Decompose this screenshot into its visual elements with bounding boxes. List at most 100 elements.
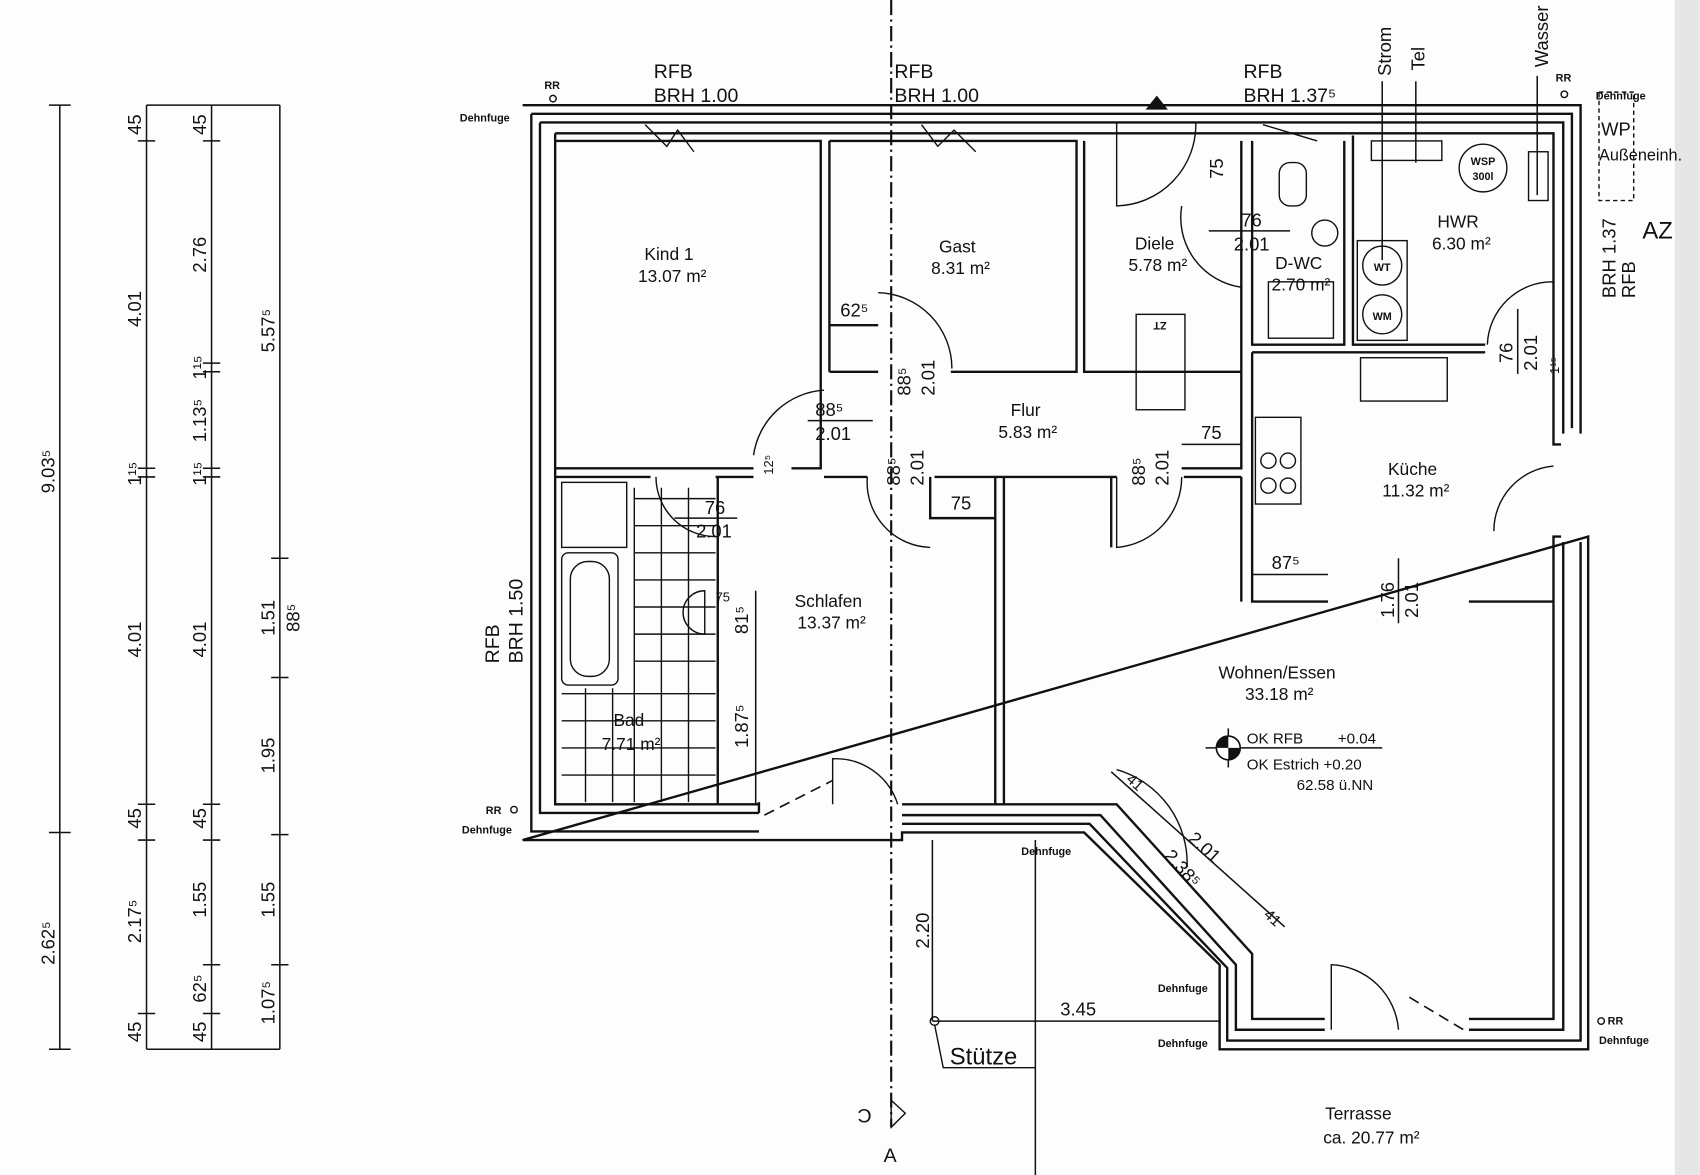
dim-label: 2.76 [189, 237, 210, 273]
section-label-a: A [884, 1145, 897, 1167]
dim-label: 2.01 [907, 450, 928, 486]
level-marker: OK RFB +0.04 OK Estrich +0.20 62.58 ü.NN [1205, 728, 1383, 794]
door-dimensions: 62⁵ 88⁵ 2.01 88⁵ 2.01 88⁵ 2.01 76 2.01 7… [674, 158, 1562, 1175]
dim-label: 1¹⁵ [1547, 357, 1562, 374]
wsp-volume: 300l [1472, 171, 1493, 183]
dryer-label: WT [1374, 262, 1391, 274]
room-name-kueche: Küche [1388, 459, 1437, 479]
dim-label: 76 [705, 497, 725, 518]
misc-labels: RR Dehnfuge RR Dehnfuge Dehnfuge Dehnfug… [460, 72, 1649, 1070]
room-area-terrasse: ca. 20.77 m² [1323, 1128, 1420, 1148]
cooktop [1254, 416, 1302, 505]
room-area-schlafen: 13.37 m² [797, 613, 866, 633]
dehnfuge-label: Dehnfuge [1158, 983, 1208, 995]
dim-label: 5.57⁵ [257, 309, 278, 352]
dim-label: 1.95 [257, 738, 278, 774]
room-name-kind1: Kind 1 [644, 244, 693, 264]
wc-basin [1267, 281, 1335, 339]
room-name-bad: Bad [613, 710, 644, 730]
dim-label: 81⁵ [731, 606, 752, 634]
dehnfuge-label: Dehnfuge [1596, 91, 1646, 103]
fixtures: WT WM WSP 300l ZT [560, 91, 1635, 1027]
water-storage-tank [1458, 143, 1508, 193]
dim-label: 2.20 [912, 913, 933, 949]
dim-label: 88⁵ [1128, 457, 1149, 485]
section-arrow [890, 1098, 907, 1130]
wp-sub-label: Außeneinh. [1599, 146, 1682, 164]
room-name-flur: Flur [1011, 400, 1041, 420]
kitchen-sink [1359, 356, 1448, 402]
doors [644, 122, 1554, 1031]
rr-label: RR [1608, 1015, 1624, 1027]
dimension-chains: 9.03⁵ 2.62⁵ 45 4.01 1¹⁵ 4.01 45 2.17⁵ 45… [37, 104, 303, 1051]
window-4-brh: BRH 1.50 [506, 579, 528, 664]
window-1-brh: BRH 1.00 [654, 85, 739, 107]
bath-tiles [561, 487, 716, 803]
entrance-marker [1145, 95, 1168, 110]
level-ok-rfb: OK RFB [1247, 731, 1303, 748]
dim-label: 75 [951, 492, 971, 513]
section-label-c: C [858, 1104, 872, 1126]
interior-walls [555, 135, 1554, 813]
utility-strom: Strom [1374, 27, 1395, 76]
room-labels: Kind 1 13.07 m² Gast 8.31 m² Diele 5.78 … [602, 212, 1491, 1148]
dim-label: 45 [124, 808, 145, 828]
dim-label: 75 [1201, 422, 1221, 443]
room-area-hwr: 6.30 m² [1432, 233, 1491, 253]
room-area-diele: 5.78 m² [1128, 255, 1187, 275]
shower-tray [560, 481, 628, 549]
washer-label: WM [1373, 311, 1392, 323]
water-meter [1527, 151, 1549, 202]
room-name-wohnen: Wohnen/Essen [1218, 663, 1335, 683]
room-area-kind1: 13.07 m² [638, 266, 707, 286]
dim-label: 45 [124, 1022, 145, 1042]
toilet [1278, 161, 1308, 207]
level-ok-estrich: OK Estrich +0.20 [1247, 757, 1362, 774]
window-5-type: RFB [1618, 261, 1639, 298]
dim-label: 76 [1241, 210, 1261, 231]
dim-label: 1¹⁵ [189, 462, 210, 486]
room-area-flur: 5.83 m² [998, 422, 1057, 442]
room-area-dwc: 2.70 m² [1272, 274, 1331, 294]
dim-label: 62⁵ [189, 975, 210, 1003]
electric-panel [1370, 140, 1443, 162]
dim-label: 76 [1495, 343, 1516, 363]
dim-label: 2.01 [1520, 335, 1541, 371]
dim-label: 41 [1260, 906, 1284, 930]
az-label: AZ [1642, 217, 1672, 244]
room-area-bad: 7.71 m² [602, 734, 661, 754]
level-ok-rfb-value: +0.04 [1338, 731, 1376, 748]
dim-label: 88⁵ [894, 368, 915, 396]
dim-label: 2.01 [1152, 450, 1173, 486]
utility-wasser: Wasser [1531, 6, 1552, 68]
dim-2625: 2.62⁵ [37, 921, 58, 964]
window-2-type: RFB [894, 61, 933, 83]
stair-label: ZT [1153, 319, 1167, 331]
room-area-wohnen: 33.18 m² [1245, 684, 1314, 704]
dim-label: 88⁵ [883, 457, 904, 485]
dim-label: 88⁵ [282, 604, 303, 632]
dim-label: 45 [124, 114, 145, 134]
washbasin [682, 590, 706, 635]
dim-label: 87⁵ [1272, 552, 1300, 573]
room-name-dwc: D-WC [1275, 253, 1322, 273]
wp-label: WP [1601, 118, 1631, 139]
dehnfuge-label: Dehnfuge [1158, 1038, 1208, 1050]
dim-label: 88⁵ [815, 399, 843, 420]
rr-label: RR [544, 80, 560, 92]
utility-tel: Tel [1407, 47, 1428, 71]
dim-label: 1.07⁵ [257, 981, 278, 1024]
dim-label: 3.45 [1060, 999, 1096, 1020]
dim-label: 75 [1206, 158, 1227, 178]
scan-edge [1674, 0, 1700, 1175]
window-5-brh: BRH 1.37 [1598, 218, 1619, 298]
room-name-gast: Gast [939, 237, 976, 257]
window-3-type: RFB [1243, 61, 1282, 83]
rr-label: RR [486, 805, 502, 817]
window-2-brh: BRH 1.00 [894, 85, 979, 107]
dehnfuge-label: Dehnfuge [1021, 846, 1071, 858]
dim-label: 4.01 [124, 622, 145, 658]
dim-label: 1¹⁵ [189, 355, 210, 379]
stuetze-label: Stütze [950, 1043, 1018, 1070]
